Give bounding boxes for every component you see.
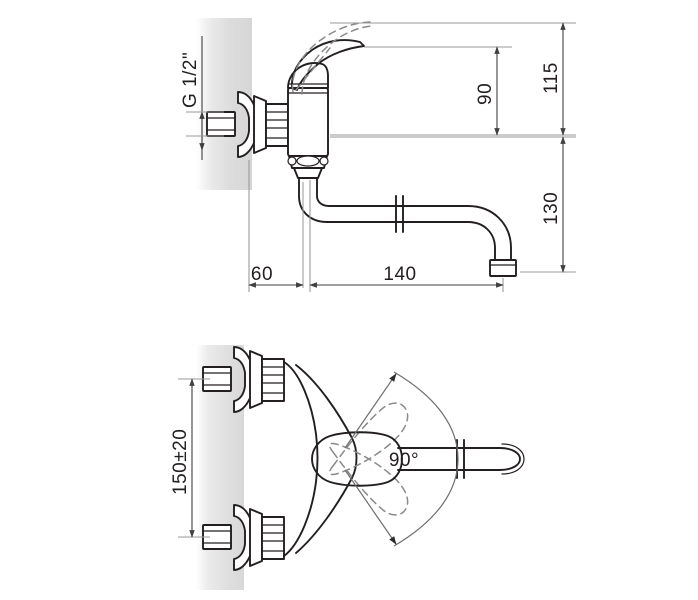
lever-handle-pivot-ghost — [295, 47, 331, 91]
side-elevation-view: G 1/2" 115 130 90 60 — [180, 18, 576, 292]
escutcheon-bottom — [233, 504, 263, 571]
spout-arm-top-plan — [397, 443, 525, 475]
dimension-150-plus-minus-20: 150±20 — [170, 378, 210, 538]
swivel-leader-lower — [344, 469, 397, 545]
dim-label-60: 60 — [251, 264, 273, 285]
escutcheon-top — [233, 346, 263, 413]
dimension-thread-g-half: G 1/2" — [180, 36, 224, 160]
dimension-115: 115 — [330, 22, 576, 136]
swivel-arc — [393, 371, 459, 547]
inlet-connector-upper — [206, 111, 236, 137]
spout-ghost-rotated-down — [328, 442, 409, 516]
dim-label-swivel-angle: 90° — [389, 450, 419, 471]
swivel-leader-upper — [344, 373, 397, 449]
lever-handle-raised-ghost — [291, 21, 373, 93]
dim-label-140: 140 — [383, 264, 416, 285]
spout-aerator-tip — [489, 259, 517, 277]
spout-break-symbol — [395, 195, 404, 233]
dimension-140: 140 — [309, 180, 504, 292]
spout-ghost-rotated-up — [328, 402, 409, 476]
swivel-spout-top-plan — [311, 431, 403, 487]
dim-label-thread: G 1/2" — [180, 52, 201, 108]
dim-label-115: 115 — [541, 62, 562, 94]
dimension-130: 130 — [330, 136, 576, 273]
swivel-spout-side — [298, 177, 512, 263]
dimension-60: 60 — [248, 160, 304, 292]
collar-nut-upper — [265, 103, 289, 147]
collar-nut-bottom — [261, 516, 285, 560]
dim-label-150-20: 150±20 — [170, 429, 191, 495]
mixer-body-top-plan-inner — [295, 364, 358, 554]
escutcheon-upper — [237, 91, 267, 158]
collar-nut-top — [261, 358, 285, 402]
dim-label-90: 90 — [475, 83, 496, 105]
dimension-90: 90 — [364, 46, 512, 136]
spout-swivel-base — [287, 155, 329, 179]
top-plan-view: 90° 150±20 — [170, 345, 525, 590]
mixer-body-top-plan — [283, 361, 319, 557]
dim-label-130: 130 — [541, 192, 562, 225]
mixer-body-upper — [287, 87, 329, 157]
